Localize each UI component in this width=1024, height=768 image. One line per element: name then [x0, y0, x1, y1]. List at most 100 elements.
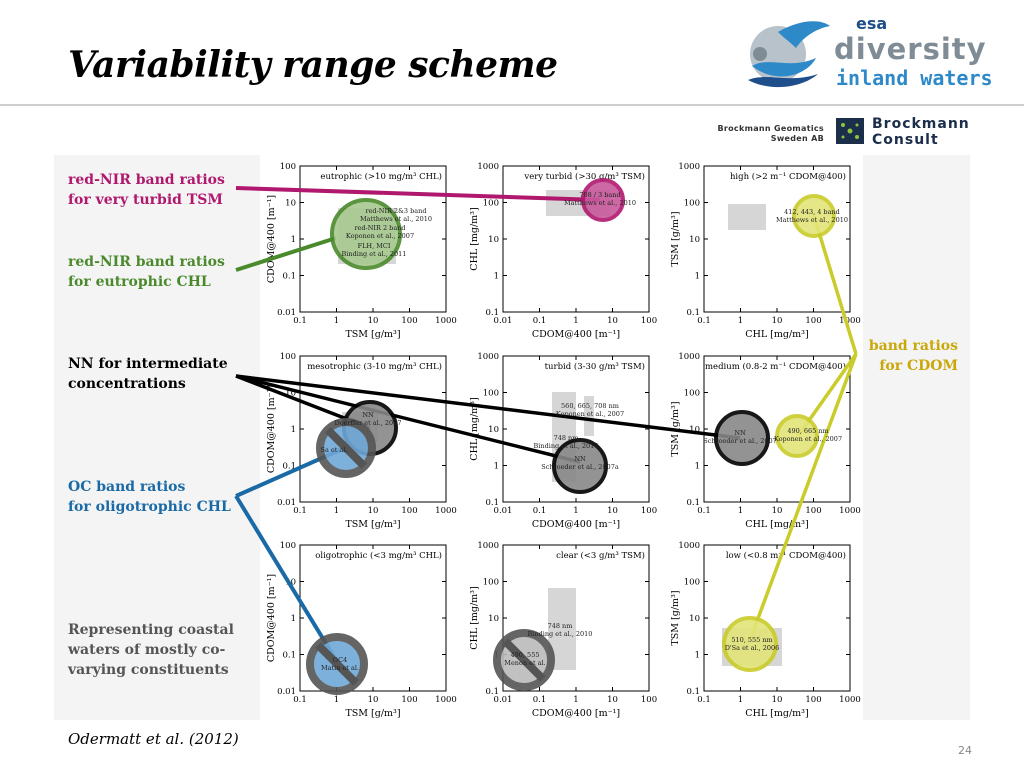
annotation-p7oc: OC4 [333, 656, 347, 664]
x-tick-label: 0.1 [533, 695, 547, 705]
page-title: Variability range scheme [68, 44, 558, 86]
x-tick-label: 10 [607, 316, 618, 326]
label-line: band ratios [868, 338, 958, 354]
annotation-p1c: Binding et al., 2011 [342, 250, 407, 258]
annotation-p6b: Koponen et al., 2007 [774, 435, 842, 443]
annotation-p3a: 412, 443, 4 band [784, 208, 840, 216]
y-tick-label: 10 [285, 199, 296, 209]
circle-cdom-medium [775, 414, 819, 458]
x-tick-label: 10 [607, 506, 618, 516]
y-axis-label: TSM [g/m³] [670, 211, 681, 266]
x-axis-label: TSM [g/m³] [345, 708, 400, 719]
y-tick-label: 0.1 [686, 498, 700, 508]
plot-title: clear (<3 g/m³ TSM) [556, 550, 645, 561]
x-tick-label: 100 [805, 506, 821, 516]
x-tick-label: 10 [368, 506, 379, 516]
annotation-p6b: 490, 665 nm [787, 427, 828, 435]
label-line: for very turbid TSM [68, 192, 223, 208]
x-tick-label: 0.1 [533, 506, 547, 516]
y-tick-label: 100 [684, 578, 700, 588]
x-tick-label: 10 [772, 316, 783, 326]
circle-red-nir-tsm [581, 178, 625, 222]
label-line: concentrations [68, 376, 186, 392]
x-axis-label: TSM [g/m³] [345, 519, 400, 530]
y-tick-label: 100 [684, 389, 700, 399]
x-tick-label: 0.1 [533, 316, 547, 326]
x-tick-label: 0.1 [293, 695, 307, 705]
x-tick-label: 10 [772, 695, 783, 705]
no-sign-oc-mesotrophic-bar [324, 426, 368, 470]
annotation-p6nn: NN [734, 429, 746, 437]
plot-title: mesotrophic (3-10 mg/m³ CHL) [307, 361, 442, 372]
plot-title: turbid (3-30 g/m³ TSM) [545, 361, 645, 372]
x-tick-label: 100 [641, 316, 657, 326]
y-tick-label: 0.1 [686, 308, 700, 318]
x-tick-label: 0.1 [697, 316, 711, 326]
y-tick-label: 10 [488, 425, 499, 435]
y-tick-label: 1000 [678, 541, 700, 551]
plot-2 [502, 165, 650, 313]
plot-title: very turbid (>30 g/m³ TSM) [523, 171, 645, 182]
y-tick-label: 1 [494, 462, 499, 472]
label-red-nir-tsm: red-NIR band ratios for very turbid TSM [68, 170, 225, 210]
y-tick-label: 1 [695, 462, 700, 472]
brockmann-geomatics-logo: Brockmann Geomatics Sweden AB [717, 124, 824, 143]
label-line: waters of mostly co- [68, 642, 226, 658]
y-tick-label: 100 [483, 578, 499, 588]
y-tick-label: 100 [684, 199, 700, 209]
x-tick-label: 1000 [435, 695, 457, 705]
connector-nn-3 [235, 374, 741, 440]
annotation-p1b: Koponen et al., 2007 [346, 232, 414, 240]
x-tick-label: 1000 [839, 695, 861, 705]
x-tick-label: 1000 [435, 506, 457, 516]
label-cdom: band ratios for CDOM [862, 336, 958, 376]
y-tick-label: 0.1 [282, 651, 296, 661]
y-tick-label: 0.01 [277, 498, 296, 508]
circle-red-nir-chl [330, 198, 402, 270]
annotation-p4oc: Sa et al. [321, 446, 348, 454]
label-nn: NN for intermediate concentrations [68, 354, 228, 394]
annotation-p8a: Binding et al., 2010 [528, 630, 593, 638]
y-tick-label: 0.1 [485, 687, 499, 697]
annotation-p1a: Matthews et al., 2010 [360, 215, 432, 223]
y-tick-label: 100 [483, 199, 499, 209]
validity-range-box [584, 396, 594, 436]
x-tick-label: 100 [401, 316, 417, 326]
plot-frame [703, 165, 851, 313]
brockmann-consult-logo: Brockmann Consult [872, 116, 970, 148]
y-tick-label: 100 [280, 541, 296, 551]
y-tick-label: 0.1 [686, 687, 700, 697]
y-tick-label: 1 [695, 272, 700, 282]
y-tick-label: 10 [689, 425, 700, 435]
annotation-p8b: 490, 555 [511, 651, 540, 659]
annotation-p5nn: NN [574, 455, 586, 463]
no-sign-clear-bar [502, 638, 546, 682]
x-axis-label: CHL [mg/m³] [745, 329, 808, 340]
annotation-p7oc: Matin et al. [321, 664, 359, 672]
circle-cdom-high [792, 194, 836, 238]
y-tick-label: 1 [291, 614, 296, 624]
circle-cdom-low [722, 616, 778, 672]
x-axis-label: TSM [g/m³] [345, 329, 400, 340]
diversity-wordmark: diversity [834, 32, 987, 66]
annotation-p5b: 748 nm [554, 434, 579, 442]
y-tick-label: 0.1 [485, 308, 499, 318]
annotation-p8b: Menon et al. [504, 659, 545, 667]
x-tick-label: 100 [641, 695, 657, 705]
circle-nn-turbid [552, 438, 608, 494]
y-tick-label: 100 [280, 162, 296, 172]
plot-title: low (<0.8 m⁻¹ CDOM@400) [726, 550, 846, 561]
y-tick-label: 1000 [678, 162, 700, 172]
x-tick-label: 100 [641, 506, 657, 516]
annotation-p1a: red-NIR 2&3 band [365, 207, 426, 215]
x-tick-label: 1 [334, 695, 339, 705]
annotation-p1c: FLH, MCI [358, 242, 391, 250]
x-tick-label: 1 [738, 506, 743, 516]
label-oc: OC band ratios for oligotrophic CHL [68, 477, 231, 517]
label-line: for CDOM [879, 358, 958, 374]
plot-title: oligotrophic (<3 mg/m³ CHL) [315, 550, 442, 561]
x-tick-label: 0.01 [494, 506, 513, 516]
x-tick-label: 10 [772, 506, 783, 516]
circle-nn-medium [714, 410, 770, 466]
